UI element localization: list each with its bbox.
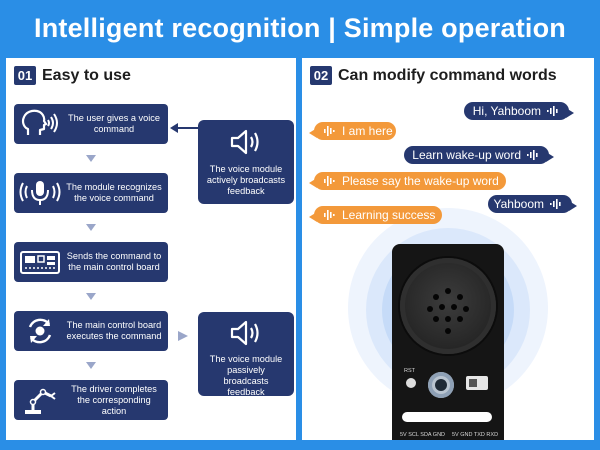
active-feedback-box: The voice module actively broadcasts fee… [198,120,294,204]
bubble-text: Yahboom [493,197,544,211]
step-text: Sends the command to the main control bo… [66,251,162,272]
chat-bubble-user: Yahboom [488,195,577,213]
down-arrow-icon [86,293,96,300]
bubble-text: Learn wake-up word [412,148,521,162]
cycle-icon [14,311,66,351]
chat-bubble-bot: Learning success [309,206,442,224]
microphone-icon [14,173,66,213]
rst-label: RST [404,368,415,374]
section-number: 02 [310,66,332,85]
sound-wave-icon [547,106,559,116]
mounting-slot [402,412,492,422]
sound-wave-icon [324,176,336,186]
sound-wave-icon [324,210,336,220]
chat-bubble-user: Hi, Yahboom [464,102,574,120]
left-arrow-icon [170,123,198,133]
step-send-to-board: Sends the command to the main control bo… [14,242,168,282]
feedback-text: The voice module passively broadcasts fe… [209,354,283,397]
pin-label-right: 5V GND TXD RXD [452,432,499,438]
banner-title: Intelligent recognition | Simple operati… [34,12,566,43]
section-header: 02 Can modify command words [310,66,557,85]
speaker-icon [228,126,264,158]
step-text: The module recognizes the voice command [66,182,162,203]
step-driver-completes: The driver completes the corresponding a… [14,380,168,420]
feedback-text: The voice module actively broadcasts fee… [206,164,286,196]
step-user-command: The user gives a voice command [14,104,168,144]
voice-module-board: RST 5V SCL SDA GND 5V GND TXD RXD [392,244,504,440]
passive-feedback-box: The voice module passively broadcasts fe… [198,312,294,397]
robot-arm-icon [14,380,66,420]
step-text: The driver completes the corresponding a… [71,383,157,416]
right-arrow-icon [178,331,188,341]
step-module-recognizes: The module recognizes the voice command [14,173,168,213]
head-speaking-icon [14,104,66,144]
easy-to-use-panel: 01 Easy to use The user gives a voice co… [6,58,296,440]
speaker-icon [228,318,264,348]
down-arrow-icon [86,155,96,162]
bubble-text: Hi, Yahboom [472,104,541,118]
section-title: Can modify command words [338,66,557,84]
sound-wave-icon [550,199,562,209]
chat-bubble-user: Learn wake-up word [404,146,554,164]
chat-bubble-bot: Please say the wake-up word [309,172,506,190]
sound-wave-icon [324,126,336,136]
bubble-text: Learning success [342,208,436,222]
sound-wave-icon [527,150,539,160]
module-switch [466,376,488,390]
bubble-text: Please say the wake-up word [342,174,499,188]
step-board-executes: The main control board executes the comm… [14,311,168,351]
chat-bubble-bot: I am here [309,122,396,140]
section-title: Easy to use [42,66,131,84]
down-arrow-icon [86,362,96,369]
step-text: The user gives a voice command [68,113,160,134]
modify-command-panel: 02 Can modify command words Hi, Yahboom … [302,58,594,440]
down-arrow-icon [86,224,96,231]
reset-button [406,378,416,388]
section-header: 01 Easy to use [14,66,131,85]
pin-label-left: 5V SCL SDA GND [400,432,446,438]
circuit-board-icon [14,242,66,282]
module-microphone [428,372,454,398]
speaker-grille [400,258,496,354]
step-text: The main control board executes the comm… [66,320,162,341]
bubble-text: I am here [342,124,393,138]
section-number: 01 [14,66,36,85]
